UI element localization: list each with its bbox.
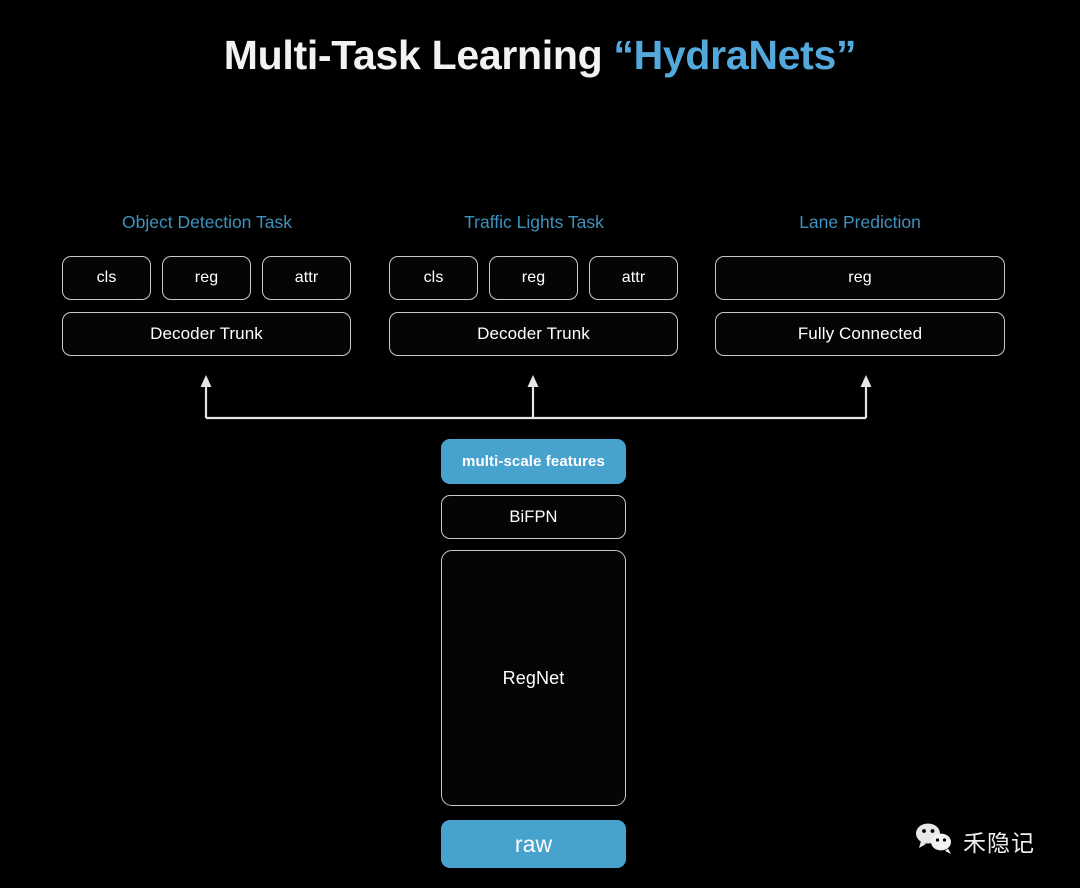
- node-tl-cls[interactable]: cls: [389, 256, 478, 300]
- wechat-icon: [915, 822, 955, 861]
- feature-distribution-bus: [200, 374, 874, 424]
- page-title-main: Multi-Task Learning: [223, 32, 614, 78]
- node-tl-reg[interactable]: reg: [489, 256, 578, 300]
- page-title: Multi-Task Learning “HydraNets”: [0, 32, 1080, 79]
- page-title-accent: “HydraNets”: [613, 32, 857, 78]
- watermark: 禾隐记: [915, 818, 1065, 864]
- node-multi-scale-features[interactable]: multi-scale features: [441, 439, 626, 484]
- node-bifpn[interactable]: BiFPN: [441, 495, 626, 539]
- node-lp-fully-connected[interactable]: Fully Connected: [715, 312, 1005, 356]
- bus-svg: [200, 375, 872, 420]
- node-od-attr[interactable]: attr: [262, 256, 351, 300]
- node-raw[interactable]: raw: [441, 820, 626, 868]
- arrow-head-left-icon: [200, 375, 212, 387]
- task-header-lane-prediction: Lane Prediction: [799, 212, 921, 232]
- node-tl-attr[interactable]: attr: [589, 256, 678, 300]
- task-header-object-detection: Object Detection Task: [122, 212, 292, 232]
- node-od-cls[interactable]: cls: [62, 256, 151, 300]
- node-od-decoder-trunk[interactable]: Decoder Trunk: [62, 312, 351, 356]
- watermark-text: 禾隐记: [963, 831, 1035, 857]
- node-od-reg[interactable]: reg: [162, 256, 251, 300]
- node-regnet[interactable]: RegNet: [441, 550, 626, 806]
- node-lp-reg[interactable]: reg: [715, 256, 1005, 300]
- wechat-icon-svg: [916, 823, 951, 854]
- arrow-head-right-icon: [860, 375, 872, 387]
- node-tl-decoder-trunk[interactable]: Decoder Trunk: [389, 312, 678, 356]
- arrow-head-center-icon: [527, 375, 539, 387]
- task-header-traffic-lights: Traffic Lights Task: [464, 212, 604, 232]
